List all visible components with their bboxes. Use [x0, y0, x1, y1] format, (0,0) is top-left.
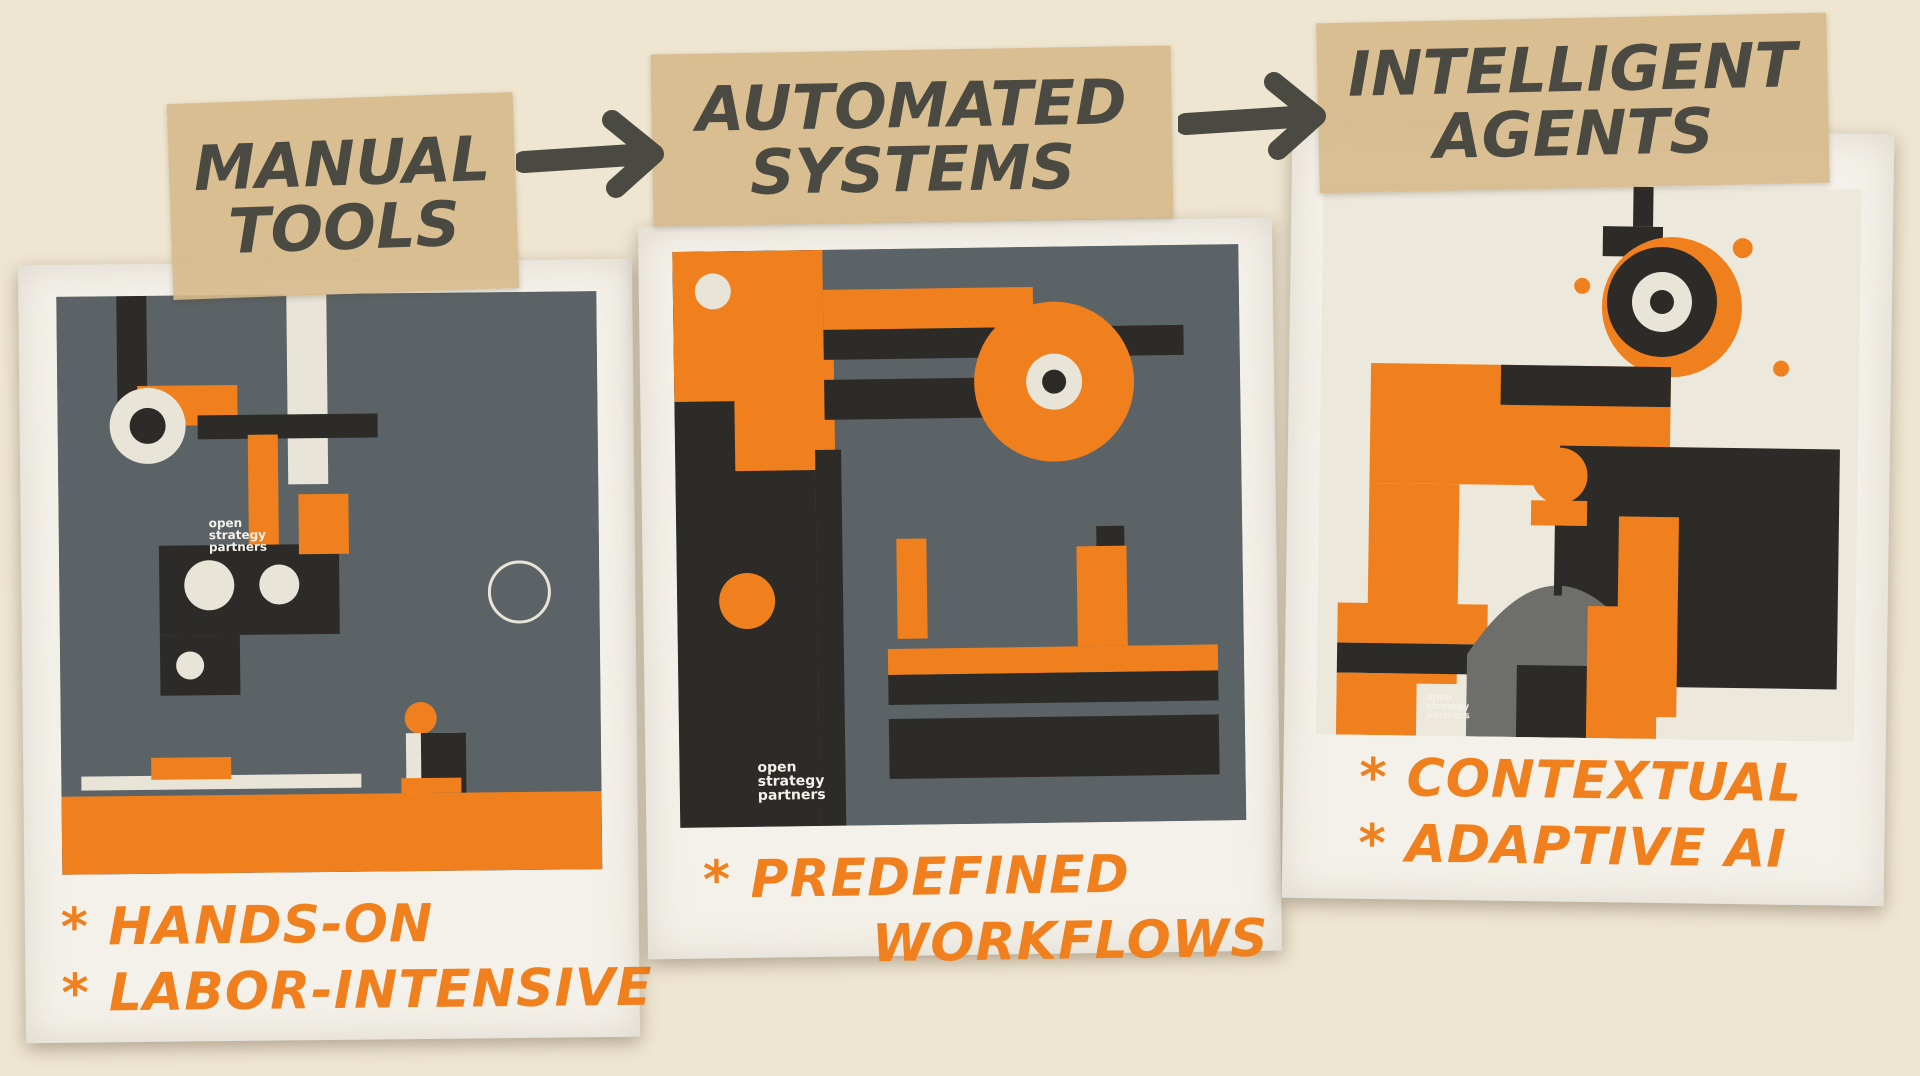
- bullet: WORKFLOWS: [871, 908, 1270, 975]
- title-line: AUTOMATED: [695, 65, 1128, 146]
- tape-automated-systems: AUTOMATED SYSTEMS: [650, 45, 1174, 227]
- bullet: * PREDEFINED: [702, 844, 1131, 911]
- caption-manual-tools: * HANDS-ON * LABOR-INTENSIVE: [61, 889, 653, 1027]
- photo-logo: open strategy partners: [208, 516, 268, 555]
- arrow-right-icon: [516, 110, 664, 198]
- photo-manual-tools: open strategy partners: [56, 291, 603, 875]
- tape-manual-tools: MANUAL TOOLS: [166, 92, 520, 300]
- logo-word: partners: [1426, 710, 1470, 722]
- photo-logo: open strategy partners: [1426, 693, 1470, 722]
- polaroid-manual-tools: open strategy partners * HANDS-ON * LABO…: [17, 258, 653, 1044]
- illustration-intelligent-agents: [1315, 182, 1862, 742]
- stage-title-intelligent-agents: INTELLIGENT AGENTS: [1317, 28, 1830, 173]
- illustration-manual-tools: [56, 291, 603, 875]
- photo-intelligent-agents: open strategy partners: [1315, 182, 1862, 742]
- logo-word: partners: [208, 539, 268, 555]
- polaroid-intelligent-agents: open strategy partners * CONTEXTUAL * AD…: [1281, 125, 1895, 907]
- illustration-automated-systems: [672, 244, 1247, 828]
- caption-automated-systems: * PREDEFINED WORKFLOWS: [703, 840, 1270, 980]
- photo-logo: open strategy partners: [757, 759, 826, 804]
- bullet: * LABOR-INTENSIVE: [61, 957, 653, 1024]
- logo-word: partners: [757, 786, 826, 804]
- tape-intelligent-agents: INTELLIGENT AGENTS: [1316, 12, 1830, 194]
- photo-automated-systems: open strategy partners: [672, 244, 1247, 828]
- polaroid-automated-systems: open strategy partners * PREDEFINED WORK…: [637, 217, 1283, 974]
- bullet: * CONTEXTUAL: [1358, 747, 1803, 815]
- stage-title-automated-systems: AUTOMATED SYSTEMS: [651, 65, 1173, 209]
- stage-title-manual-tools: MANUAL TOOLS: [168, 122, 518, 268]
- caption-intelligent-agents: * CONTEXTUAL * ADAPTIVE AI: [1358, 745, 1803, 883]
- bullet: * HANDS-ON: [60, 893, 434, 958]
- bullet: * ADAPTIVE AI: [1357, 813, 1788, 880]
- arrow-right-icon: [1178, 72, 1326, 160]
